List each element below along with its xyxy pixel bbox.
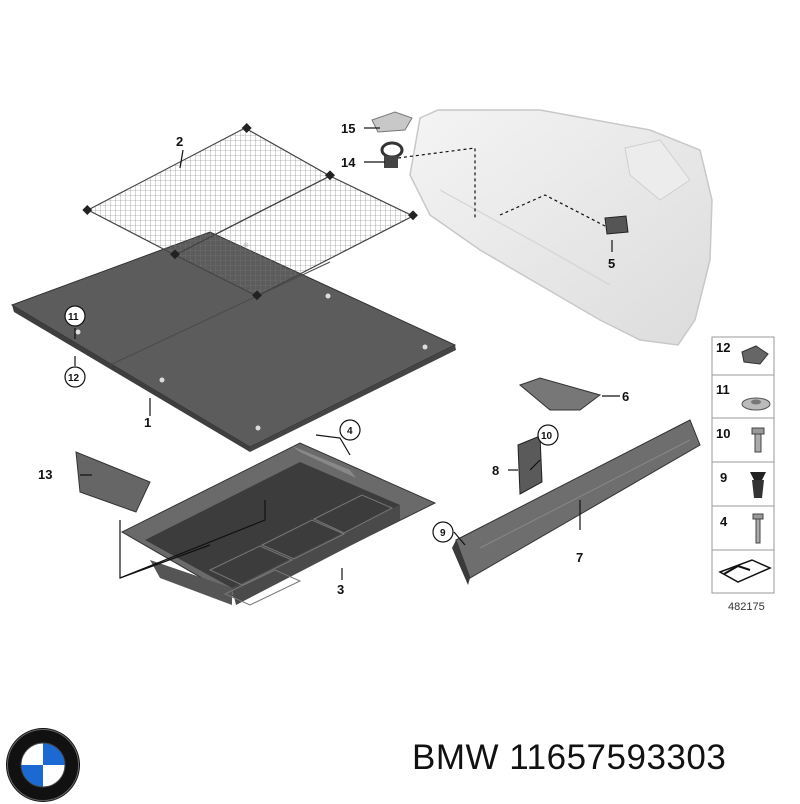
callout-4-text: 4 — [347, 426, 353, 437]
legend-item-4: 4 — [720, 514, 728, 529]
latch-part — [517, 435, 543, 495]
floor-panel-part — [10, 231, 457, 452]
lamp-part — [371, 111, 413, 133]
callout-15: 15 — [341, 121, 355, 136]
bracket-part — [519, 377, 602, 411]
callout-5: 5 — [608, 256, 615, 271]
clip-nut-icon — [741, 345, 769, 365]
clip-part-5 — [604, 215, 629, 235]
part-number-text: 11657593303 — [509, 738, 727, 777]
side-cover-part — [75, 451, 151, 513]
side-trim-panel — [409, 109, 713, 346]
callout-12-text: 12 — [68, 373, 80, 384]
legend-item-9: 9 — [720, 470, 727, 485]
leader-lines — [74, 127, 620, 580]
brand-name-text: BMW — [412, 738, 500, 777]
callout-1: 1 — [144, 415, 151, 430]
lashing-eye-part — [380, 141, 404, 168]
callout-12: 12 — [64, 366, 86, 388]
callout-13: 13 — [38, 467, 52, 482]
callout-10: 10 — [537, 424, 559, 446]
callout-6: 6 — [622, 389, 629, 404]
legend-item-11: 11 — [716, 382, 730, 397]
storage-tray-part — [120, 442, 437, 606]
bolt-icon — [752, 513, 764, 544]
callout-2: 2 — [176, 134, 183, 149]
callout-9: 9 — [432, 521, 454, 543]
callout-11-text: 11 — [68, 312, 79, 323]
callout-4: 4 — [339, 419, 361, 441]
reference-code: 482175 — [728, 601, 765, 613]
bmw-logo-icon — [6, 728, 80, 802]
callout-9-text: 9 — [440, 528, 446, 539]
brand-part-number: BMW 11657593303 — [412, 738, 726, 778]
callout-11: 11 — [64, 305, 86, 327]
ref-symbol-icon — [718, 559, 772, 583]
expanding-rivet-icon — [750, 472, 766, 498]
sill-trim-part — [452, 419, 701, 585]
callout-7: 7 — [576, 550, 583, 565]
callout-10-text: 10 — [541, 431, 553, 442]
legend-item-10: 10 — [716, 426, 730, 441]
fastener-legend: 12 11 10 9 4 482175 — [711, 336, 775, 613]
luggage-net-part — [82, 123, 418, 301]
legend-item-12: 12 — [716, 340, 730, 355]
screw-icon — [751, 427, 765, 453]
callout-14: 14 — [341, 155, 356, 170]
callout-3: 3 — [337, 582, 344, 597]
callout-8: 8 — [492, 463, 499, 478]
